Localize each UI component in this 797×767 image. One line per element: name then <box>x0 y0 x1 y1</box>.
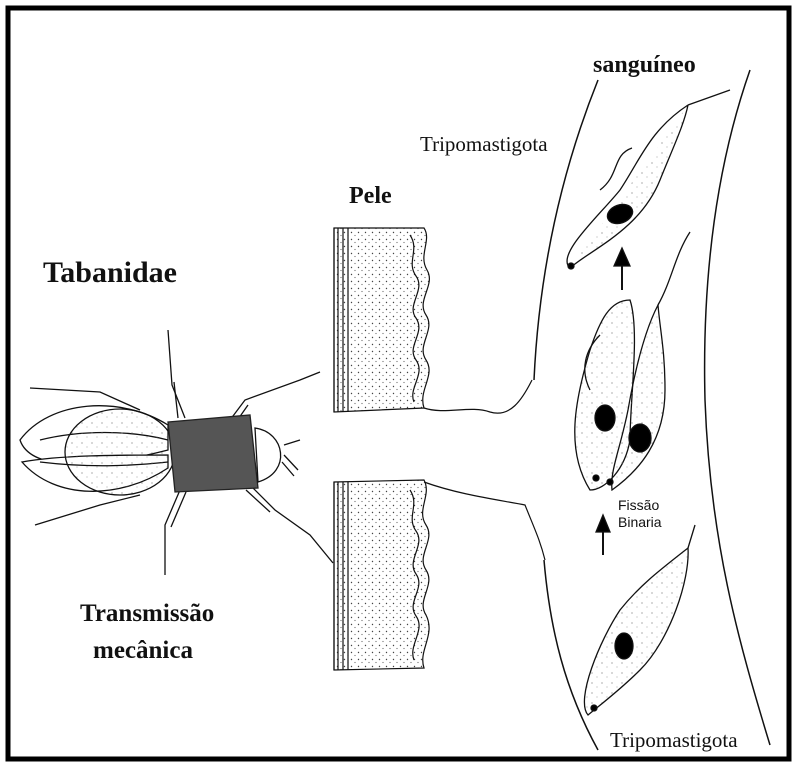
label-transmission-line2: mecânica <box>93 637 193 665</box>
label-fission-line1: Fissão <box>618 497 659 513</box>
label-fission-line2: Binaria <box>618 514 662 530</box>
label-family: Tabanidae <box>43 256 177 290</box>
fly-abdomen <box>65 409 175 495</box>
label-trypomastigote-top: Tripomastigota <box>420 132 548 157</box>
label-skin: Pele <box>349 183 392 210</box>
label-bloodstream: sanguíneo <box>593 52 696 79</box>
label-transmission-line1: Transmissão <box>80 600 214 628</box>
label-trypomastigote-bottom: Tripomastigota <box>610 728 738 753</box>
fly-thorax <box>168 415 258 492</box>
